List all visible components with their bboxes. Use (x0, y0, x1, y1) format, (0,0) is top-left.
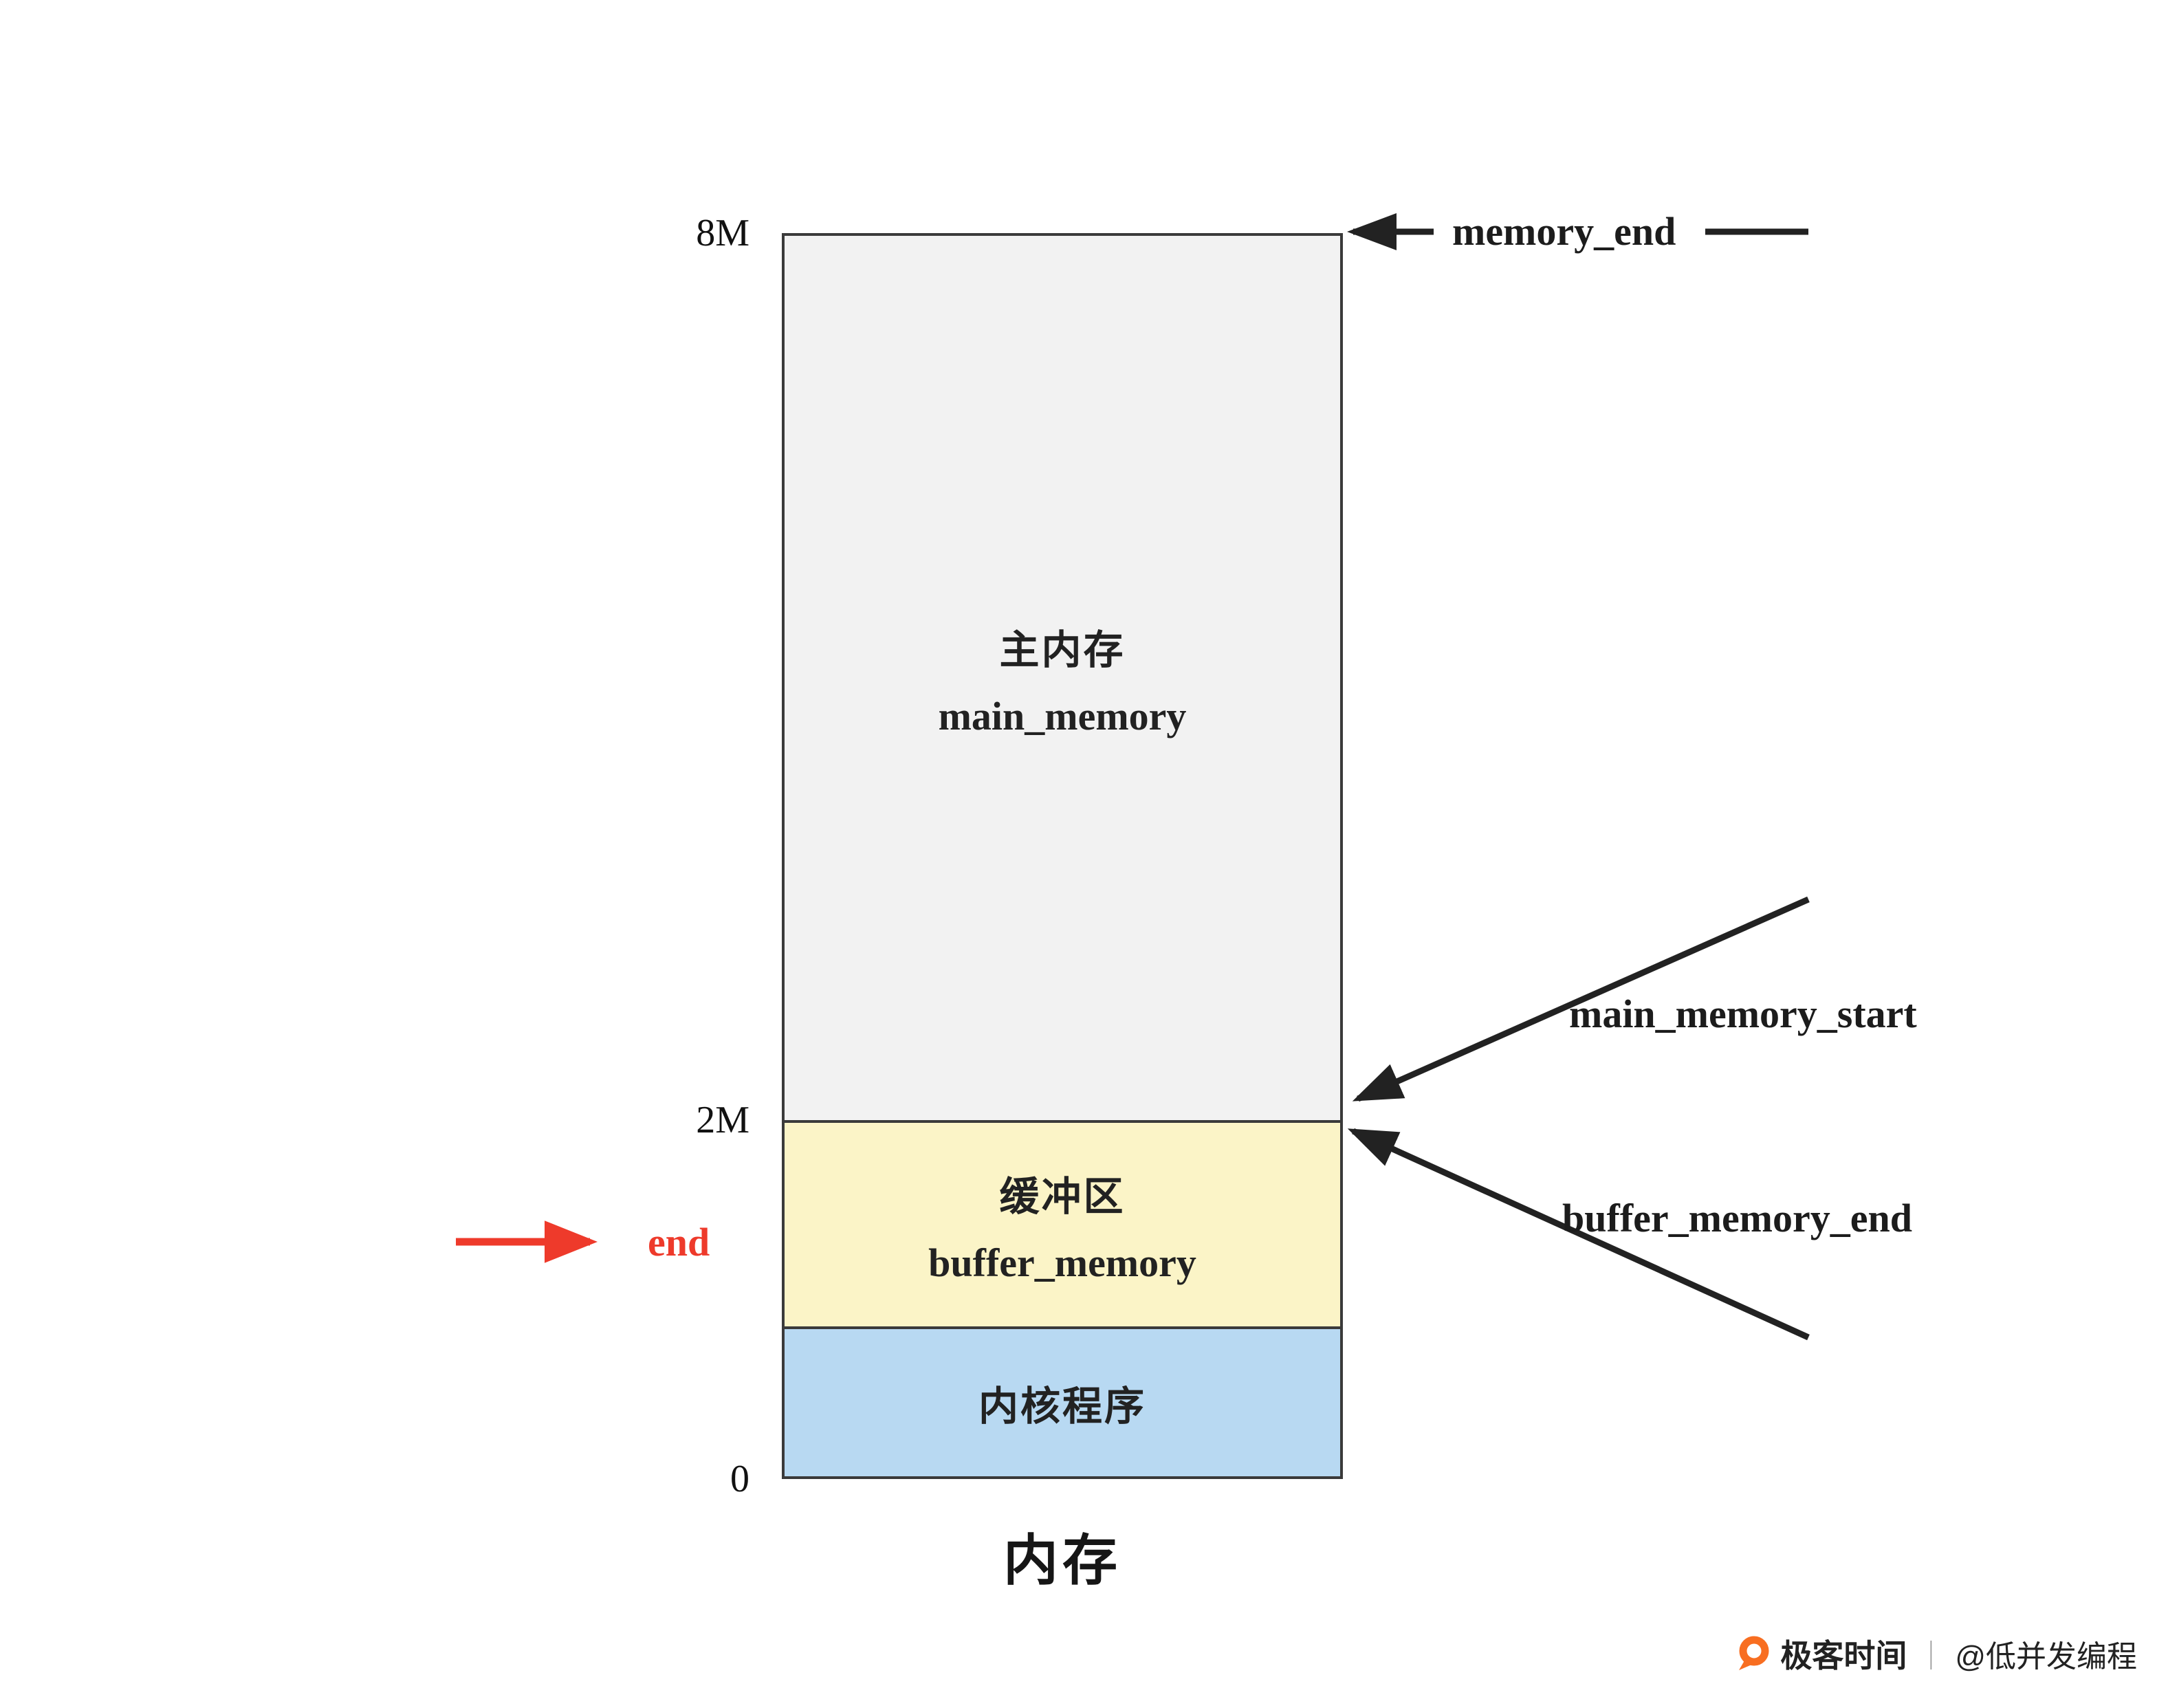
axis-label-8m: 8M (696, 212, 749, 254)
buffer-memory-label-en: buffer_memory (928, 1240, 1196, 1285)
main-memory-label-cn: 主内存 (999, 627, 1126, 672)
kernel-label-cn: 内核程序 (978, 1384, 1146, 1429)
diagram-title: 内存 (1003, 1531, 1121, 1592)
footer-handle: @低并发编程 (1955, 1640, 2137, 1674)
geektime-logo-icon (1735, 1636, 1771, 1672)
axis-label-2m: 2M (696, 1099, 749, 1141)
section-buffer-memory: 缓冲区 buffer_memory (785, 1120, 1340, 1326)
axis-label-0: 0 (730, 1458, 749, 1500)
buffer-memory-label-cn: 缓冲区 (999, 1174, 1126, 1219)
footer-watermark: 极客时间 ｜ @低并发编程 (1735, 1631, 2137, 1676)
section-main-memory: 主内存 main_memory (785, 236, 1340, 1120)
main-memory-label-en: main_memory (938, 693, 1187, 738)
memory-end-label: memory_end (1452, 209, 1676, 254)
memory-box: 主内存 main_memory 缓冲区 buffer_memory 内核程序 (782, 233, 1343, 1479)
end-pointer-label: end (648, 1220, 710, 1264)
footer-brand: 极客时间 (1780, 1638, 1907, 1674)
section-kernel: 内核程序 (785, 1326, 1340, 1476)
buffer-memory-end-label: buffer_memory_end (1562, 1196, 1913, 1240)
footer-separator: ｜ (1916, 1639, 1946, 1672)
main-memory-start-label: main_memory_start (1569, 992, 1917, 1036)
